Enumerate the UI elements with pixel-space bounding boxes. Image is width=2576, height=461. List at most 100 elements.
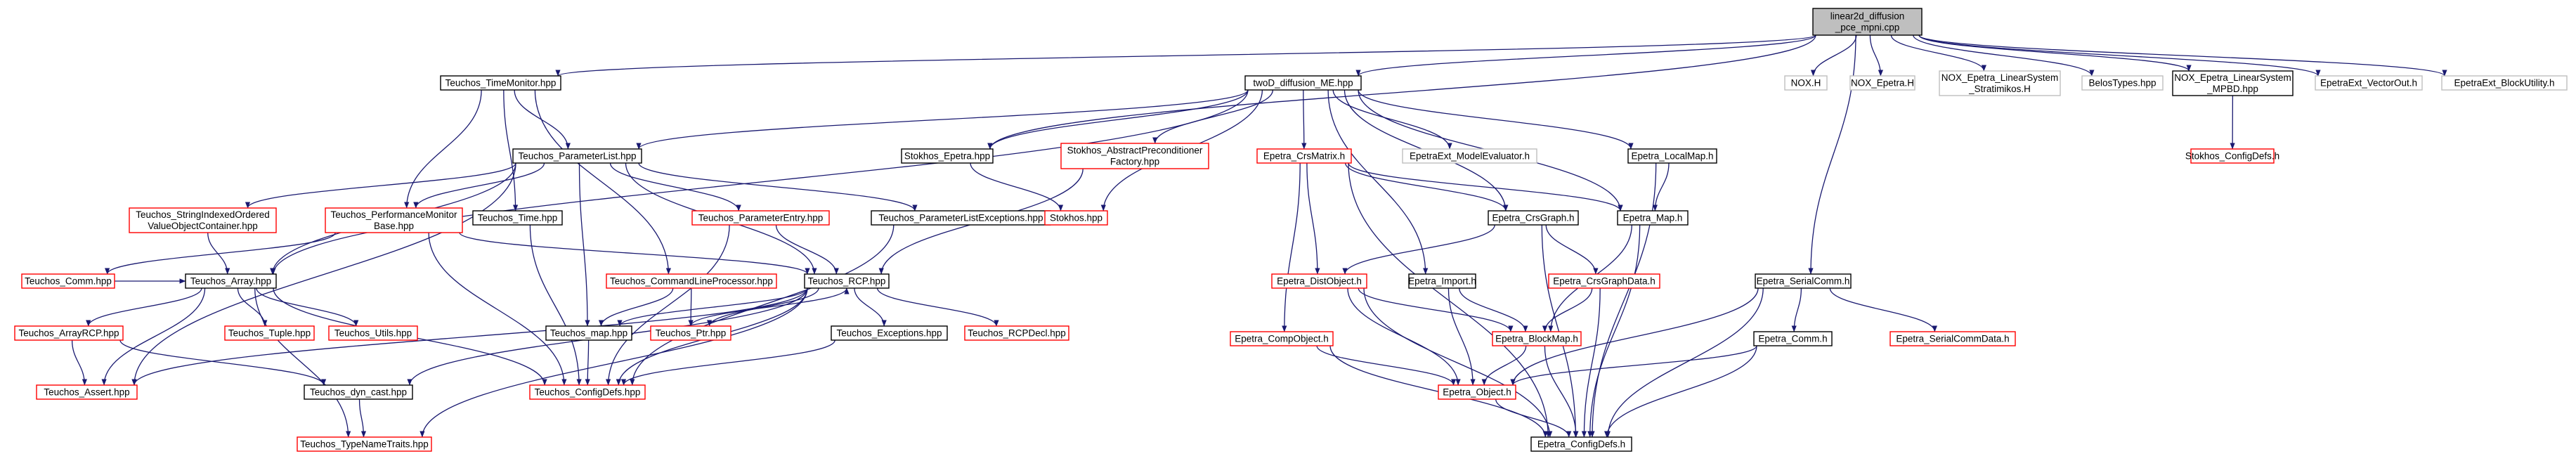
node-box <box>1617 210 1689 226</box>
node-teuchos-exceptions-hpp[interactable]: Teuchos_Exceptions.hpp <box>831 325 948 341</box>
edge-compobj-to-econfig <box>1329 345 1548 438</box>
edge-compobj-to-eobject <box>1316 345 1457 386</box>
edge-emap-to-econfig <box>1587 224 1641 438</box>
node-box <box>440 75 561 91</box>
node-box <box>1627 148 1717 164</box>
edge-line <box>1152 89 1274 144</box>
node-nox-epetra-linearsystem-stratimikos-h[interactable]: NOX_Epetra_LinearSystem_Stratimikos.H <box>1939 70 2061 96</box>
node-epetraext-vectorout-h[interactable]: EpetraExt_VectorOut.h <box>2315 75 2423 91</box>
node-epetraext-blockutility-h[interactable]: EpetraExt_BlockUtility.h <box>2441 75 2568 91</box>
node-epetra-localmap-h[interactable]: Epetra_LocalMap.h <box>1627 148 1717 164</box>
edge-line <box>1913 34 2095 77</box>
node-nox-epetra-linearsystem-mpbd-hpp[interactable]: NOX_Epetra_LinearSystem_MPBD.hpp <box>2172 70 2294 96</box>
node-teuchos-utils-hpp[interactable]: Teuchos_Utils.hpp <box>328 325 418 341</box>
node-box <box>1939 70 2061 96</box>
edge-line <box>1587 224 1641 438</box>
edge-plist-to-plexc <box>638 162 918 212</box>
edge-eimport-to-eobject <box>1448 287 1476 386</box>
node-epetra-serialcomm-h[interactable]: Epetra_SerialComm.h <box>1755 273 1852 289</box>
edge-twoD-to-stepetra <box>987 89 1249 150</box>
node-label: Epetra_Import.h <box>1408 276 1476 287</box>
edge-line <box>534 89 671 275</box>
node-epetra-object-h[interactable]: Epetra_Object.h <box>1438 384 1516 400</box>
node-epetra-map-h[interactable]: Epetra_Map.h <box>1617 210 1689 226</box>
node-teuchos-assert-hpp[interactable]: Teuchos_Assert.hpp <box>36 384 138 400</box>
node-epetra-compobject-h[interactable]: Epetra_CompObject.h <box>1230 331 1334 346</box>
node-teuchos-arrayrcp-hpp[interactable]: Teuchos_ArrayRCP.hpp <box>14 325 124 341</box>
node-epetra-crsgraph-h[interactable]: Epetra_CrsGraph.h <box>1488 210 1579 226</box>
node-epetra-crsmatrix-h[interactable]: Epetra_CrsMatrix.h <box>1256 148 1352 164</box>
node-epetra-configdefs-h[interactable]: Epetra_ConfigDefs.h <box>1530 436 1632 452</box>
node-epetraext-modelevaluator-h[interactable]: EpetraExt_ModelEvaluator.h <box>1402 148 1537 164</box>
node-teuchos-comm-hpp[interactable]: Teuchos_Comm.hpp <box>21 273 115 289</box>
node-epetra-comm-h[interactable]: Epetra_Comm.h <box>1753 331 1833 346</box>
edge-line <box>1541 224 1578 438</box>
node-stokhos-abstractpreconditioner-factory-hpp[interactable]: Stokhos_AbstractPreconditionerFactory.hp… <box>1060 143 1209 169</box>
node-teuchos-rcp-hpp[interactable]: Teuchos_RCP.hpp <box>804 273 890 289</box>
node-stokhos-hpp[interactable]: Stokhos.hpp <box>1044 210 1108 226</box>
edge-tarray-to-utils <box>256 287 359 327</box>
node-box <box>606 273 777 289</box>
node-label: Teuchos_Comm.hpp <box>25 276 112 287</box>
node-box <box>1408 273 1476 289</box>
node-teuchos-configdefs-hpp[interactable]: Teuchos_ConfigDefs.hpp <box>529 384 646 400</box>
edge-line <box>775 224 839 275</box>
node-nox-h[interactable]: NOX.H <box>1784 75 1828 91</box>
node-label: Teuchos_Assert.hpp <box>44 387 129 398</box>
node-box <box>325 207 463 233</box>
node-box <box>1060 143 1209 169</box>
edge-root-to-noxls <box>1890 34 1986 72</box>
node-teuchos-dyn-cast-hpp[interactable]: Teuchos_dyn_cast.hpp <box>304 384 413 400</box>
node-box <box>529 384 646 400</box>
node-epetra-distobject-h[interactable]: Epetra_DistObject.h <box>1271 273 1367 289</box>
node-teuchos-tuple-hpp[interactable]: Teuchos_Tuple.hpp <box>224 325 315 341</box>
edge-line <box>1348 162 1623 212</box>
node-belostypes-hpp[interactable]: BelosTypes.hpp <box>2081 75 2164 91</box>
node-teuchos-array-hpp[interactable]: Teuchos_Array.hpp <box>185 273 277 289</box>
node-epetra-import-h[interactable]: Epetra_Import.h <box>1408 273 1476 289</box>
node-epetra-blockmap-h[interactable]: Epetra_BlockMap.h <box>1492 331 1582 346</box>
edge-line <box>131 162 516 386</box>
edge-line <box>71 339 87 386</box>
node-teuchos-parameterlistexceptions-hpp[interactable]: Teuchos_ParameterListExceptions.hpp <box>871 210 1051 226</box>
node-teuchos-commandlineprocessor-hpp[interactable]: Teuchos_CommandLineProcessor.hpp <box>606 273 777 289</box>
edge-line <box>1510 345 1757 386</box>
edge-line <box>854 287 887 327</box>
node-epetra-crsgraphdata-h[interactable]: Epetra_CrsGraphData.h <box>1548 273 1660 289</box>
edge-plist-to-tassert <box>131 162 516 386</box>
node-box <box>36 384 138 400</box>
edge-plist-to-perfmon <box>413 162 545 209</box>
edge-crsgraph-to-crsgdata <box>1545 224 1599 275</box>
edge-twoD-to-localmap <box>1358 89 1634 150</box>
edge-line <box>690 287 850 327</box>
node-teuchos-time-hpp[interactable]: Teuchos_Time.hpp <box>472 210 563 226</box>
node-stokhos-epetra-hpp[interactable]: Stokhos_Epetra.hpp <box>901 148 994 164</box>
edge-ecomm-to-eobject <box>1510 345 1757 386</box>
node-nox-epetra-h[interactable]: NOX_Epetra.H <box>1849 75 1915 91</box>
edge-line <box>609 162 741 212</box>
node-teuchos-timemonitor-hpp[interactable]: Teuchos_TimeMonitor.hpp <box>440 75 561 91</box>
node-teuchos-stringindexedordered-valueobjectcontainer-hpp[interactable]: Teuchos_StringIndexedOrderedValueObjectC… <box>129 207 277 233</box>
node-box <box>328 325 418 341</box>
edge-line <box>245 162 516 209</box>
node-teuchos-typenametraits-hpp[interactable]: Teuchos_TypeNameTraits.hpp <box>297 436 432 452</box>
node-teuchos-parameterlist-hpp[interactable]: Teuchos_ParameterList.hpp <box>512 148 642 164</box>
edge-crsgraph-to-econfig <box>1541 224 1578 438</box>
node-teuchos-map-hpp[interactable]: Teuchos_map.hpp <box>545 325 632 341</box>
node-twod-diffusion-me-hpp[interactable]: twoD_diffusion_ME.hpp <box>1244 75 1362 91</box>
node-label: EpetraExt_BlockUtility.h <box>2454 78 2554 89</box>
node-stokhos-configdefs-h[interactable]: Stokhos_ConfigDefs.h <box>2185 148 2279 164</box>
node-epetra-serialcommdata-h[interactable]: Epetra_SerialCommData.h <box>1889 331 2016 346</box>
node-teuchos-parameterentry-hpp[interactable]: Teuchos_ParameterEntry.hpp <box>691 210 830 226</box>
edge-root-to-noxh <box>1810 34 1857 77</box>
node-label: Teuchos_ParameterList.hpp <box>518 151 636 162</box>
node-box <box>1402 148 1537 164</box>
edge-trcp-to-tmap <box>617 287 808 327</box>
node-box <box>1548 273 1660 289</box>
edge-ttime-to-tconfig <box>529 224 582 386</box>
edge-trcp-to-typetraits <box>419 287 808 438</box>
node-teuchos-ptr-hpp[interactable]: Teuchos_Ptr.hpp <box>650 325 731 341</box>
node-label: Teuchos_ParameterEntry.hpp <box>698 213 824 223</box>
node-teuchos-rcpdecl-hpp[interactable]: Teuchos_RCPDecl.hpp <box>964 325 1069 341</box>
